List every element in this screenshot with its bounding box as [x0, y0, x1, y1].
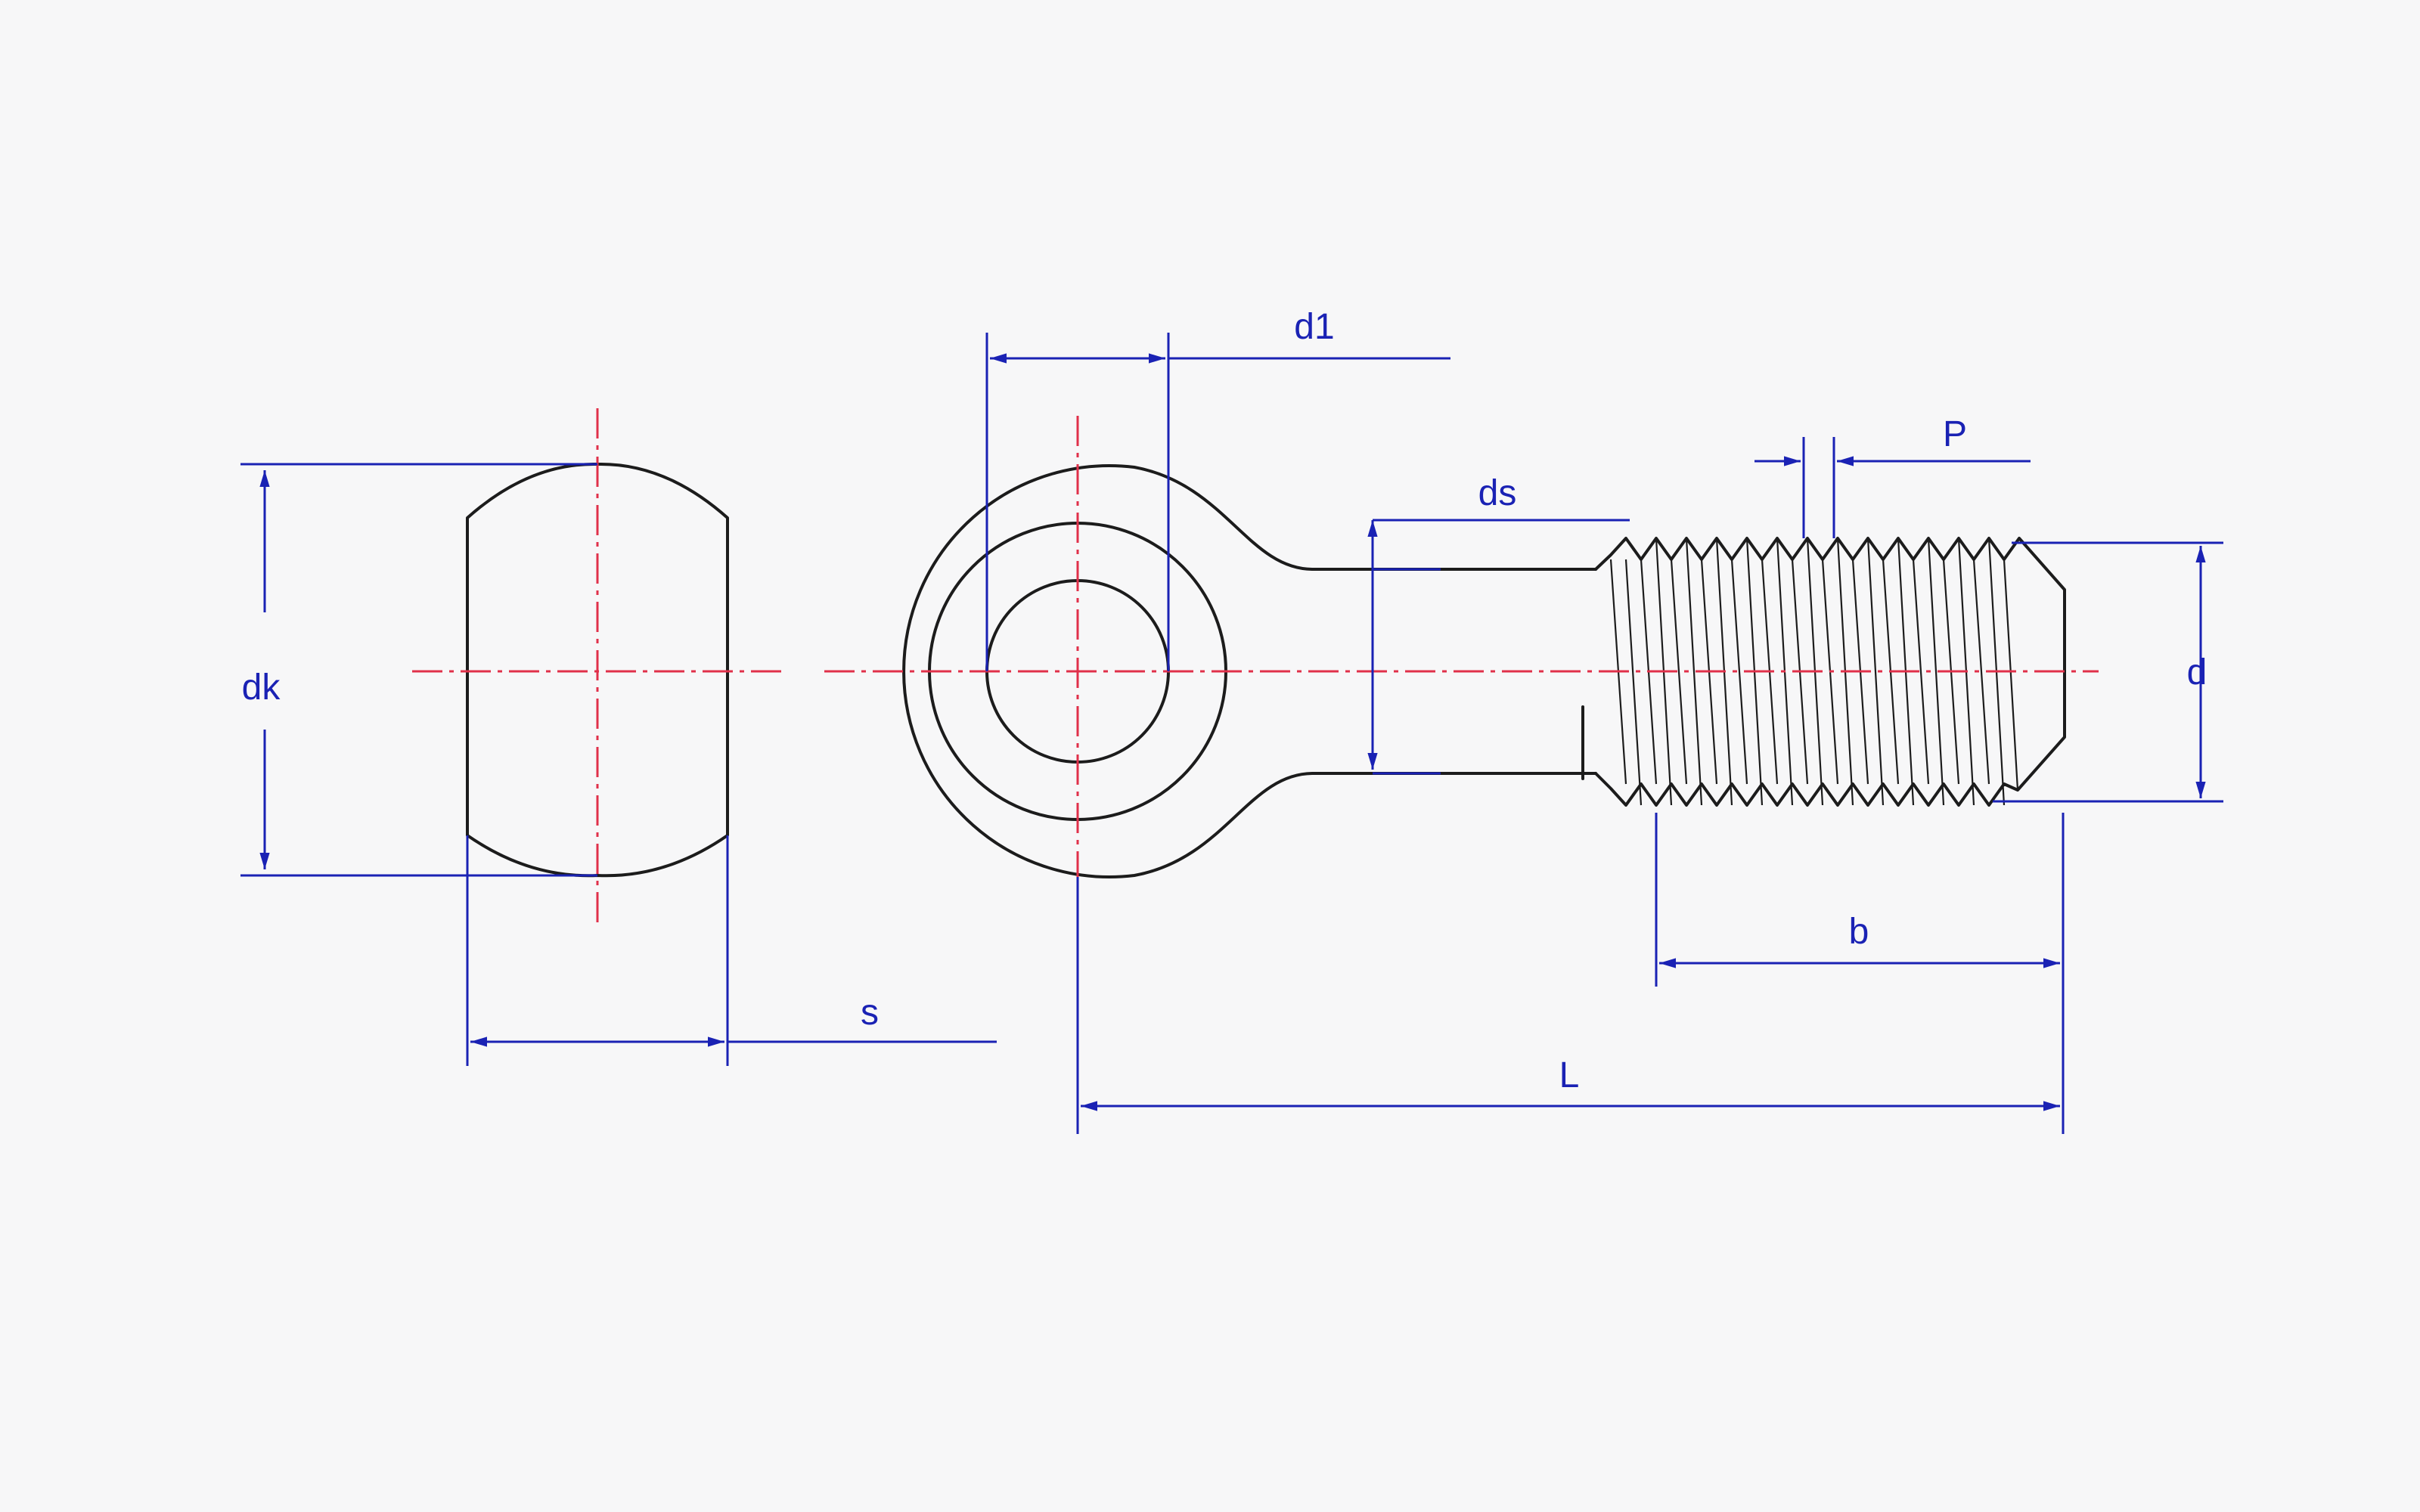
dimension-dk: dk — [240, 463, 597, 877]
label-d: d — [2187, 652, 2207, 692]
dimension-L: L — [1076, 877, 2060, 1134]
dimension-d1: d1 — [985, 307, 1450, 671]
label-s: s — [861, 993, 879, 1033]
dimension-d: d — [1993, 541, 2223, 803]
label-L: L — [1559, 1055, 1580, 1095]
thread-profile — [1594, 537, 2066, 807]
label-dk: dk — [242, 668, 281, 708]
label-P: P — [1943, 414, 1967, 454]
dimension-b: b — [1655, 813, 2065, 1134]
eye-and-shank-outline — [902, 464, 1597, 878]
dimension-s: s — [466, 835, 997, 1066]
label-d1: d1 — [1294, 307, 1334, 347]
label-b: b — [1849, 912, 1869, 952]
dimension-P: P — [1754, 414, 2031, 538]
dimension-ds: ds — [1367, 473, 1630, 775]
front-view — [824, 416, 2099, 903]
label-ds: ds — [1478, 473, 1517, 513]
